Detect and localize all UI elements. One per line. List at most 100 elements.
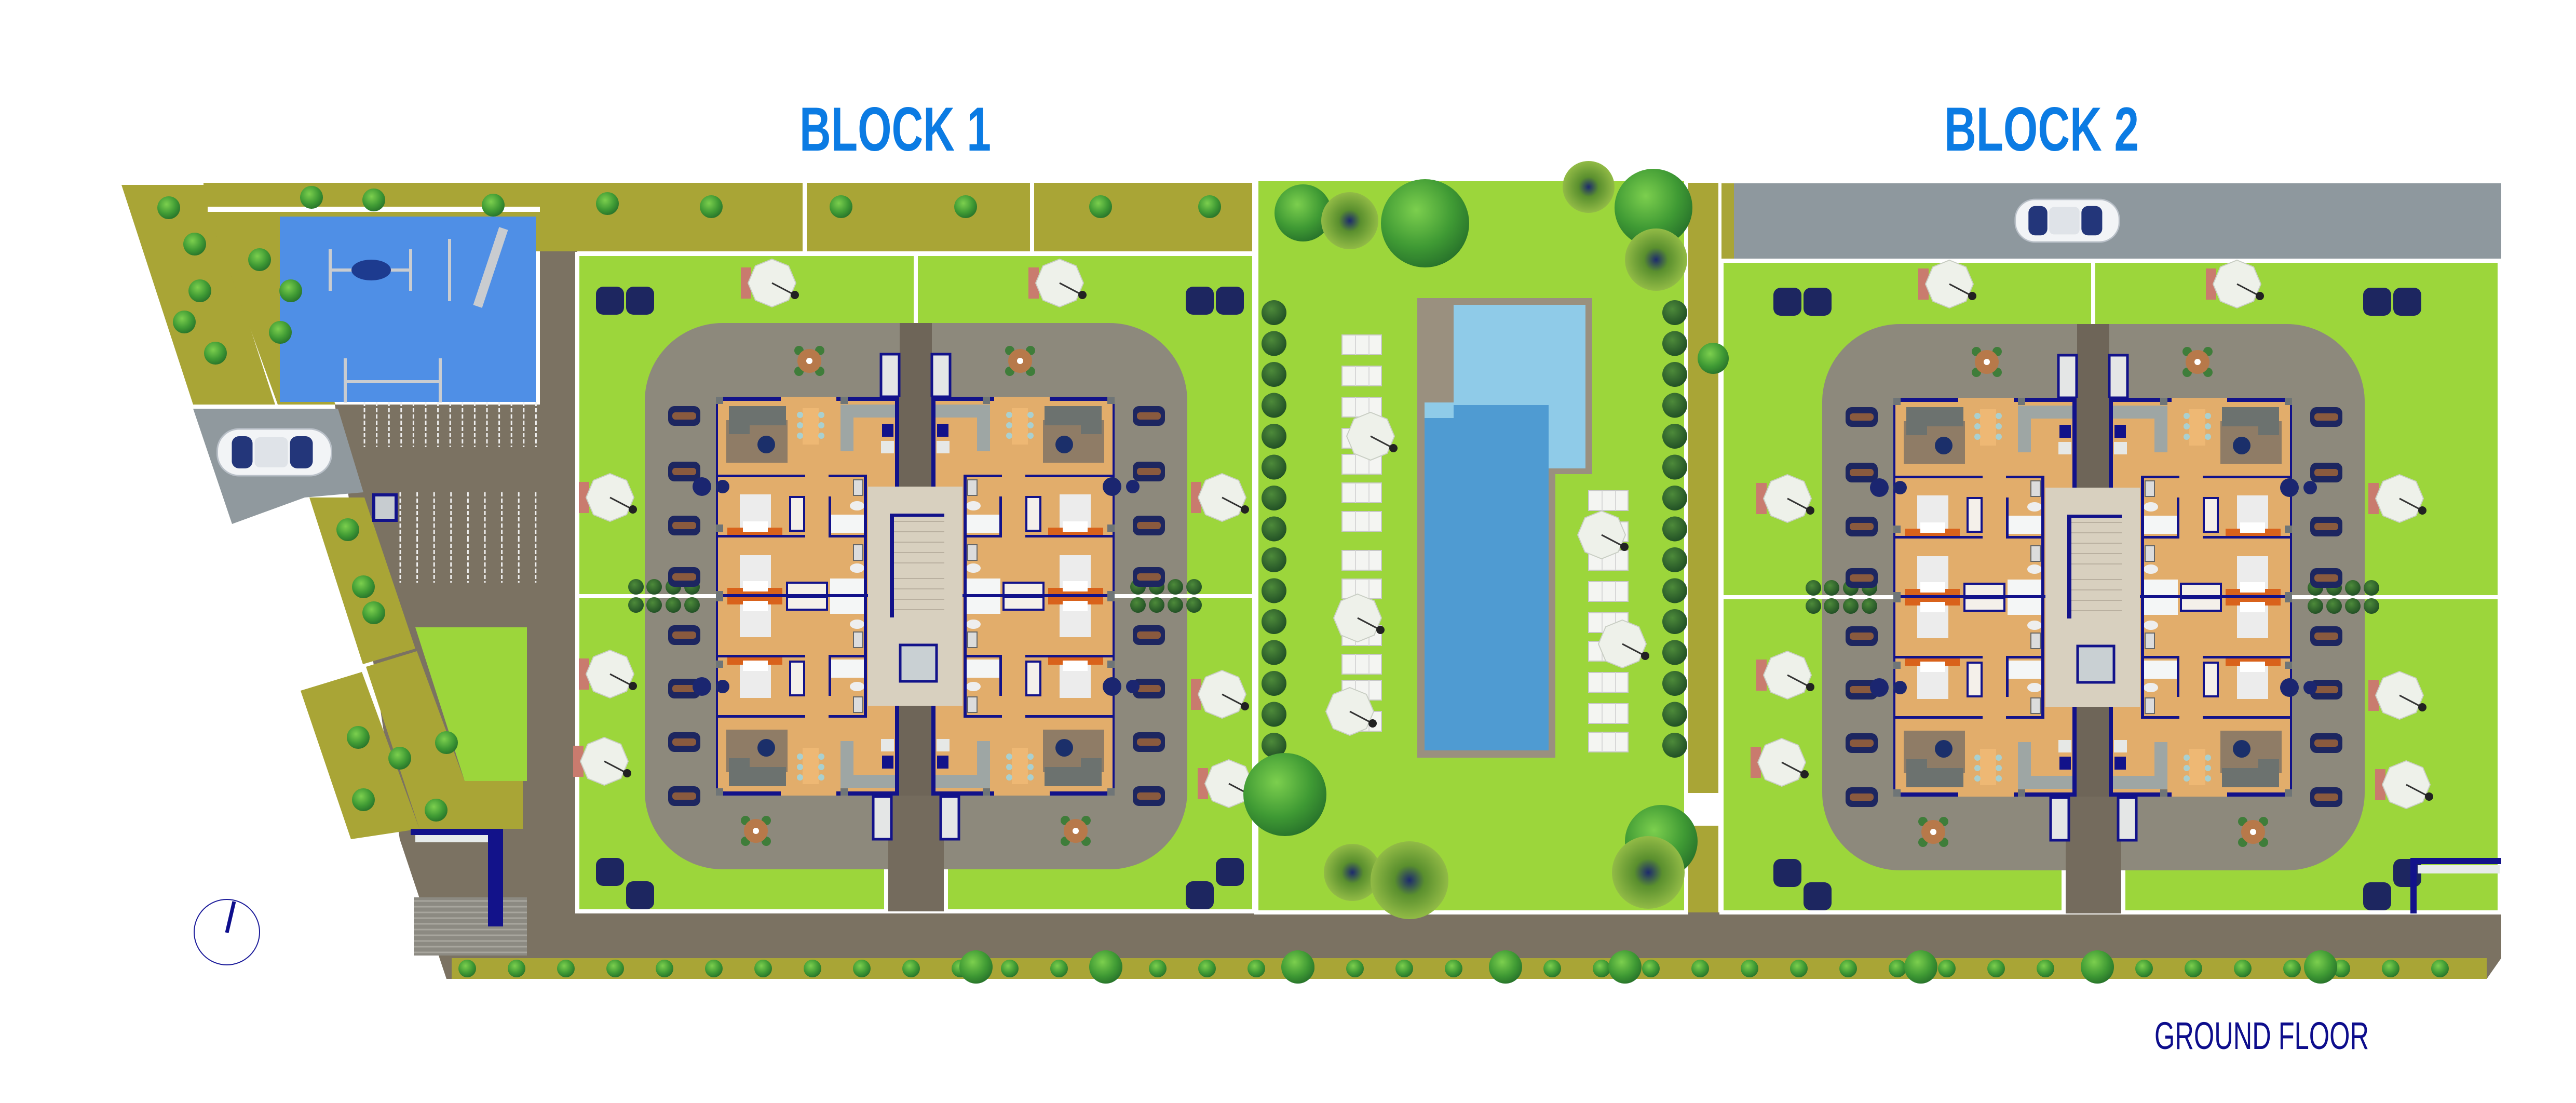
shrub-icon — [1987, 960, 2005, 977]
tree-icon — [1698, 343, 1729, 374]
hedge-shrub — [1186, 597, 1202, 613]
tree-icon — [1381, 179, 1469, 267]
sun-lounger — [1191, 679, 1201, 710]
garden-divider — [944, 869, 948, 911]
hedge-shrub — [2326, 598, 2342, 614]
sun-lounger — [1756, 483, 1767, 514]
entry-path — [2066, 794, 2121, 913]
shrub-icon — [2382, 960, 2399, 977]
lounge-chair — [1846, 568, 1878, 588]
sun-lounger — [1191, 482, 1201, 513]
car-icon — [2014, 198, 2120, 243]
hedge-shrub — [1262, 733, 1286, 758]
shrub-icon — [705, 960, 723, 977]
hedge-shrub — [1168, 597, 1183, 613]
shrub-icon — [279, 279, 302, 302]
garden-divider — [1721, 595, 1895, 599]
shrub-icon — [435, 731, 458, 754]
pool-lounger — [1588, 581, 1629, 602]
lounge-chair — [668, 567, 700, 587]
hedge-shrub — [1662, 486, 1687, 510]
armchair — [596, 287, 624, 315]
hedge-shrub — [1262, 362, 1286, 387]
hedge-shrub — [1662, 578, 1687, 603]
shrub-icon — [606, 960, 624, 977]
side-table — [1103, 477, 1121, 496]
hedge-shrub — [1806, 598, 1821, 614]
shrub-icon — [508, 960, 525, 977]
hedge-shrub — [684, 597, 700, 613]
hedge-shrub — [1662, 702, 1687, 727]
lounge-chair — [2310, 733, 2342, 753]
hedge-shrub — [1149, 597, 1164, 613]
side-table — [2280, 678, 2299, 697]
lounge-chair — [1133, 625, 1165, 645]
block-1-site — [573, 252, 1257, 913]
armchair — [1773, 288, 1801, 316]
planter-divider — [1030, 183, 1034, 251]
armchair — [1804, 882, 1832, 910]
hedge-shrub — [1662, 516, 1687, 542]
side-table — [693, 477, 711, 496]
shrub-icon — [269, 321, 292, 344]
outdoor-kitchen — [879, 353, 901, 398]
armchair — [1216, 858, 1244, 886]
shrub-icon — [830, 195, 852, 218]
armchair — [1216, 287, 1244, 315]
tree-icon — [1904, 950, 1937, 984]
hedge-shrub — [1262, 640, 1286, 665]
pool-lounger — [1341, 550, 1382, 571]
block-1-title: BLOCK 1 — [799, 95, 991, 164]
hedge-shrub — [1662, 454, 1687, 480]
sun-lounger — [1756, 660, 1767, 691]
sun-lounger — [2375, 769, 2385, 800]
hedge-shrub — [1662, 609, 1687, 634]
hedge-shrub — [628, 597, 644, 613]
tree-icon — [1615, 169, 1692, 247]
shrub-icon — [2185, 960, 2202, 977]
palm-tree-icon — [1321, 192, 1378, 249]
shrub-icon — [336, 518, 359, 541]
armchair — [626, 287, 654, 315]
shrub-icon — [1938, 960, 1956, 977]
shrub-icon — [1089, 195, 1112, 218]
armchair — [2363, 288, 2391, 316]
pool-lounger — [1341, 511, 1382, 532]
compass — [194, 899, 260, 965]
shrub-icon — [1445, 960, 1462, 977]
shrub-icon — [458, 960, 476, 977]
hedge-shrub — [1262, 486, 1286, 510]
hedge-shrub — [1824, 598, 1839, 614]
pool-lounger — [1588, 490, 1629, 511]
lounge-chair — [2310, 568, 2342, 588]
shrub-icon — [2283, 960, 2301, 977]
palm-tree-icon — [1324, 844, 1381, 901]
hedge-shrub — [1262, 578, 1286, 603]
side-table — [716, 480, 729, 493]
pool-side-planter — [1688, 183, 1718, 793]
shrub-icon — [204, 342, 227, 365]
planter-left-4 — [301, 672, 419, 839]
hedge-shrub — [628, 579, 644, 595]
shrub-icon — [1642, 960, 1660, 977]
garden-divider — [1112, 594, 1254, 598]
hedge-shrub — [1662, 640, 1687, 665]
sun-lounger — [2368, 483, 2379, 514]
sun-lounger — [1918, 268, 1929, 300]
lounge-chair — [1133, 462, 1165, 481]
shrub-icon — [700, 195, 723, 218]
hedge-shrub — [2364, 580, 2379, 596]
hedge-shrub — [1262, 702, 1286, 727]
dining-table-icon — [1005, 346, 1035, 376]
pool-lounger — [1341, 482, 1382, 503]
shrub-icon — [596, 192, 619, 215]
armchair — [2363, 882, 2391, 910]
planter-divider — [803, 183, 807, 251]
shrub-icon — [1790, 960, 1808, 977]
hedge-shrub — [1168, 579, 1183, 595]
shrub-icon — [1001, 960, 1019, 977]
lounge-chair — [2310, 787, 2342, 807]
car-icon — [216, 428, 333, 477]
shrub-icon — [656, 960, 673, 977]
